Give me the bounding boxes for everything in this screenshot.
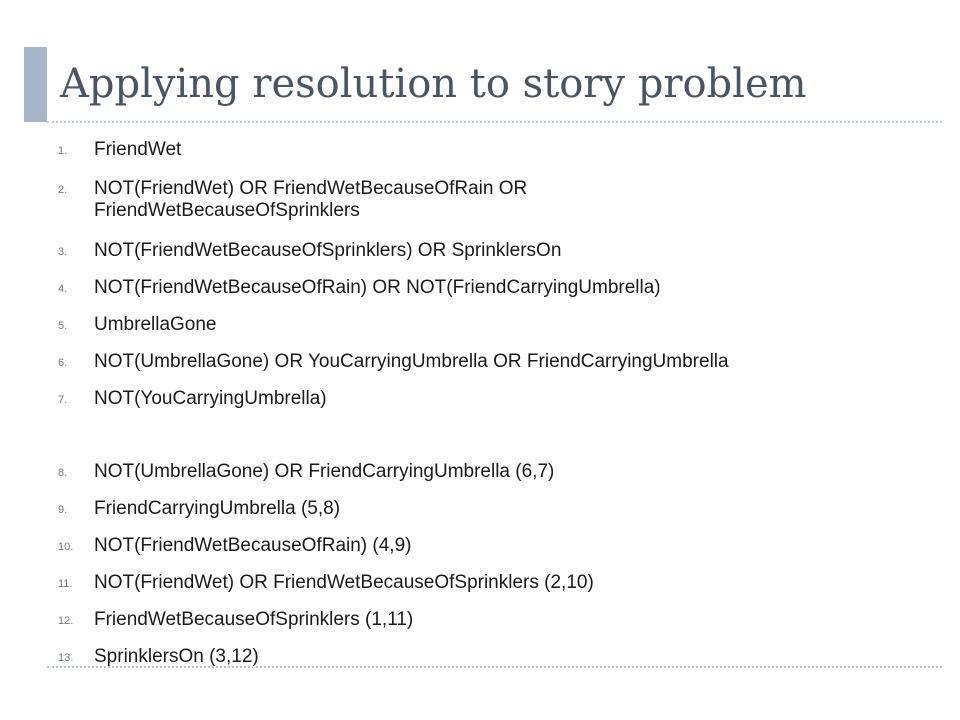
- item-number: 13.: [58, 652, 74, 664]
- item-number: 1.: [58, 145, 68, 157]
- item-text: NOT(FriendWet) OR FriendWetBecauseOfSpri…: [94, 572, 594, 593]
- item-text: NOT(FriendWetBecauseOfRain) (4,9): [94, 535, 412, 556]
- item-number: 12.: [58, 615, 74, 627]
- item-number: 7.: [58, 394, 68, 406]
- item-text: FriendWetBecauseOfSprinklers (1,11): [94, 609, 414, 630]
- item-text: NOT(UmbrellaGone) OR YouCarryingUmbrella…: [94, 351, 729, 372]
- item-number: 8.: [58, 467, 68, 479]
- item-text: FriendWet: [94, 139, 182, 160]
- item-text: FriendCarryingUmbrella (5,8): [94, 498, 341, 519]
- item-text: NOT(YouCarryingUmbrella): [94, 388, 327, 409]
- item-number: 6.: [58, 357, 68, 369]
- item-number: 2.: [58, 184, 68, 196]
- item-text: NOT(FriendWet) OR FriendWetBecauseOfRain…: [94, 178, 528, 221]
- title-divider: [47, 121, 942, 123]
- item-text: SprinklersOn (3,12): [94, 646, 259, 667]
- slide-title: Applying resolution to story problem: [60, 61, 807, 107]
- item-text: NOT(UmbrellaGone) OR FriendCarryingUmbre…: [94, 461, 555, 482]
- item-number: 11.: [58, 578, 73, 590]
- item-number: 5.: [58, 320, 68, 332]
- item-text: NOT(FriendWetBecauseOfSprinklers) OR Spr…: [94, 240, 562, 261]
- footer-divider: [47, 666, 942, 668]
- title-accent-bar: [24, 47, 47, 122]
- item-number: 9.: [58, 504, 68, 516]
- item-number: 3.: [58, 246, 68, 258]
- item-number: 4.: [58, 283, 68, 295]
- item-number: 10.: [58, 541, 74, 553]
- item-text: UmbrellaGone: [94, 314, 217, 335]
- item-text: NOT(FriendWetBecauseOfRain) OR NOT(Frien…: [94, 277, 661, 298]
